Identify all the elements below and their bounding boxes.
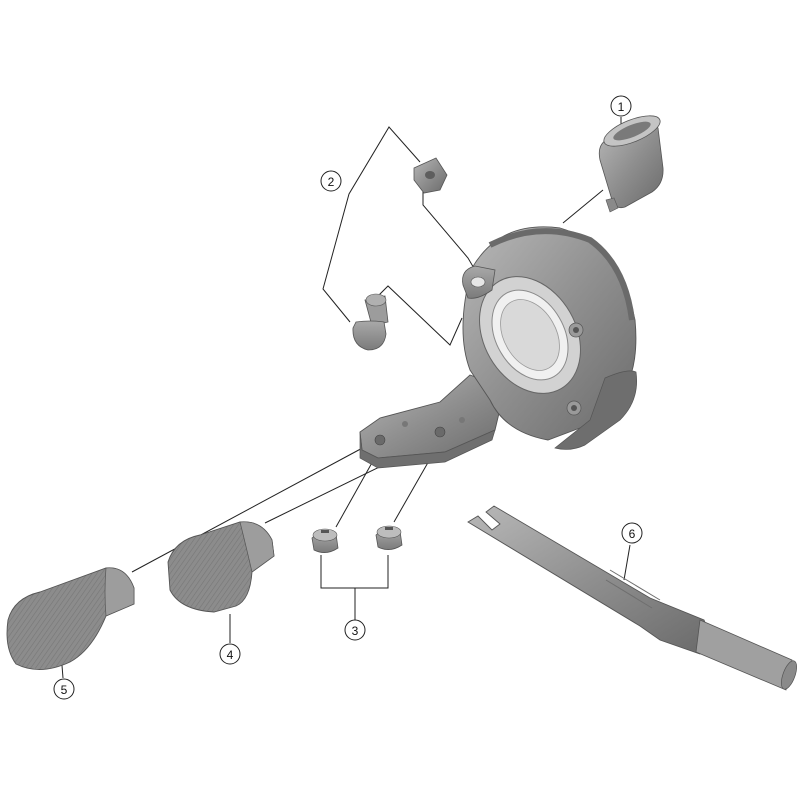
lever-screw-right-icon xyxy=(375,525,403,550)
cable-sleeve-icon xyxy=(598,115,664,213)
callout-4: 4 xyxy=(219,643,241,665)
callout-3: 3 xyxy=(344,619,366,641)
shifter-body-icon xyxy=(359,226,637,469)
callout-6: 6 xyxy=(621,522,643,544)
bolt-icon xyxy=(352,293,389,351)
svg-text:2: 2 xyxy=(328,175,335,189)
callout-1: 1 xyxy=(610,95,632,117)
svg-text:6: 6 xyxy=(629,527,636,541)
nut-icon xyxy=(413,157,448,194)
lever-screw-left-icon xyxy=(311,528,339,553)
small-lever-icon xyxy=(167,521,275,613)
svg-text:5: 5 xyxy=(61,683,68,697)
svg-text:3: 3 xyxy=(352,624,359,638)
assembly-leader-lines xyxy=(131,189,604,573)
large-lever-icon xyxy=(6,567,135,670)
callout-2: 2 xyxy=(320,170,342,192)
tool-icon xyxy=(467,505,797,691)
svg-text:1: 1 xyxy=(618,100,625,114)
callout-5: 5 xyxy=(53,678,75,700)
svg-text:4: 4 xyxy=(227,648,234,662)
